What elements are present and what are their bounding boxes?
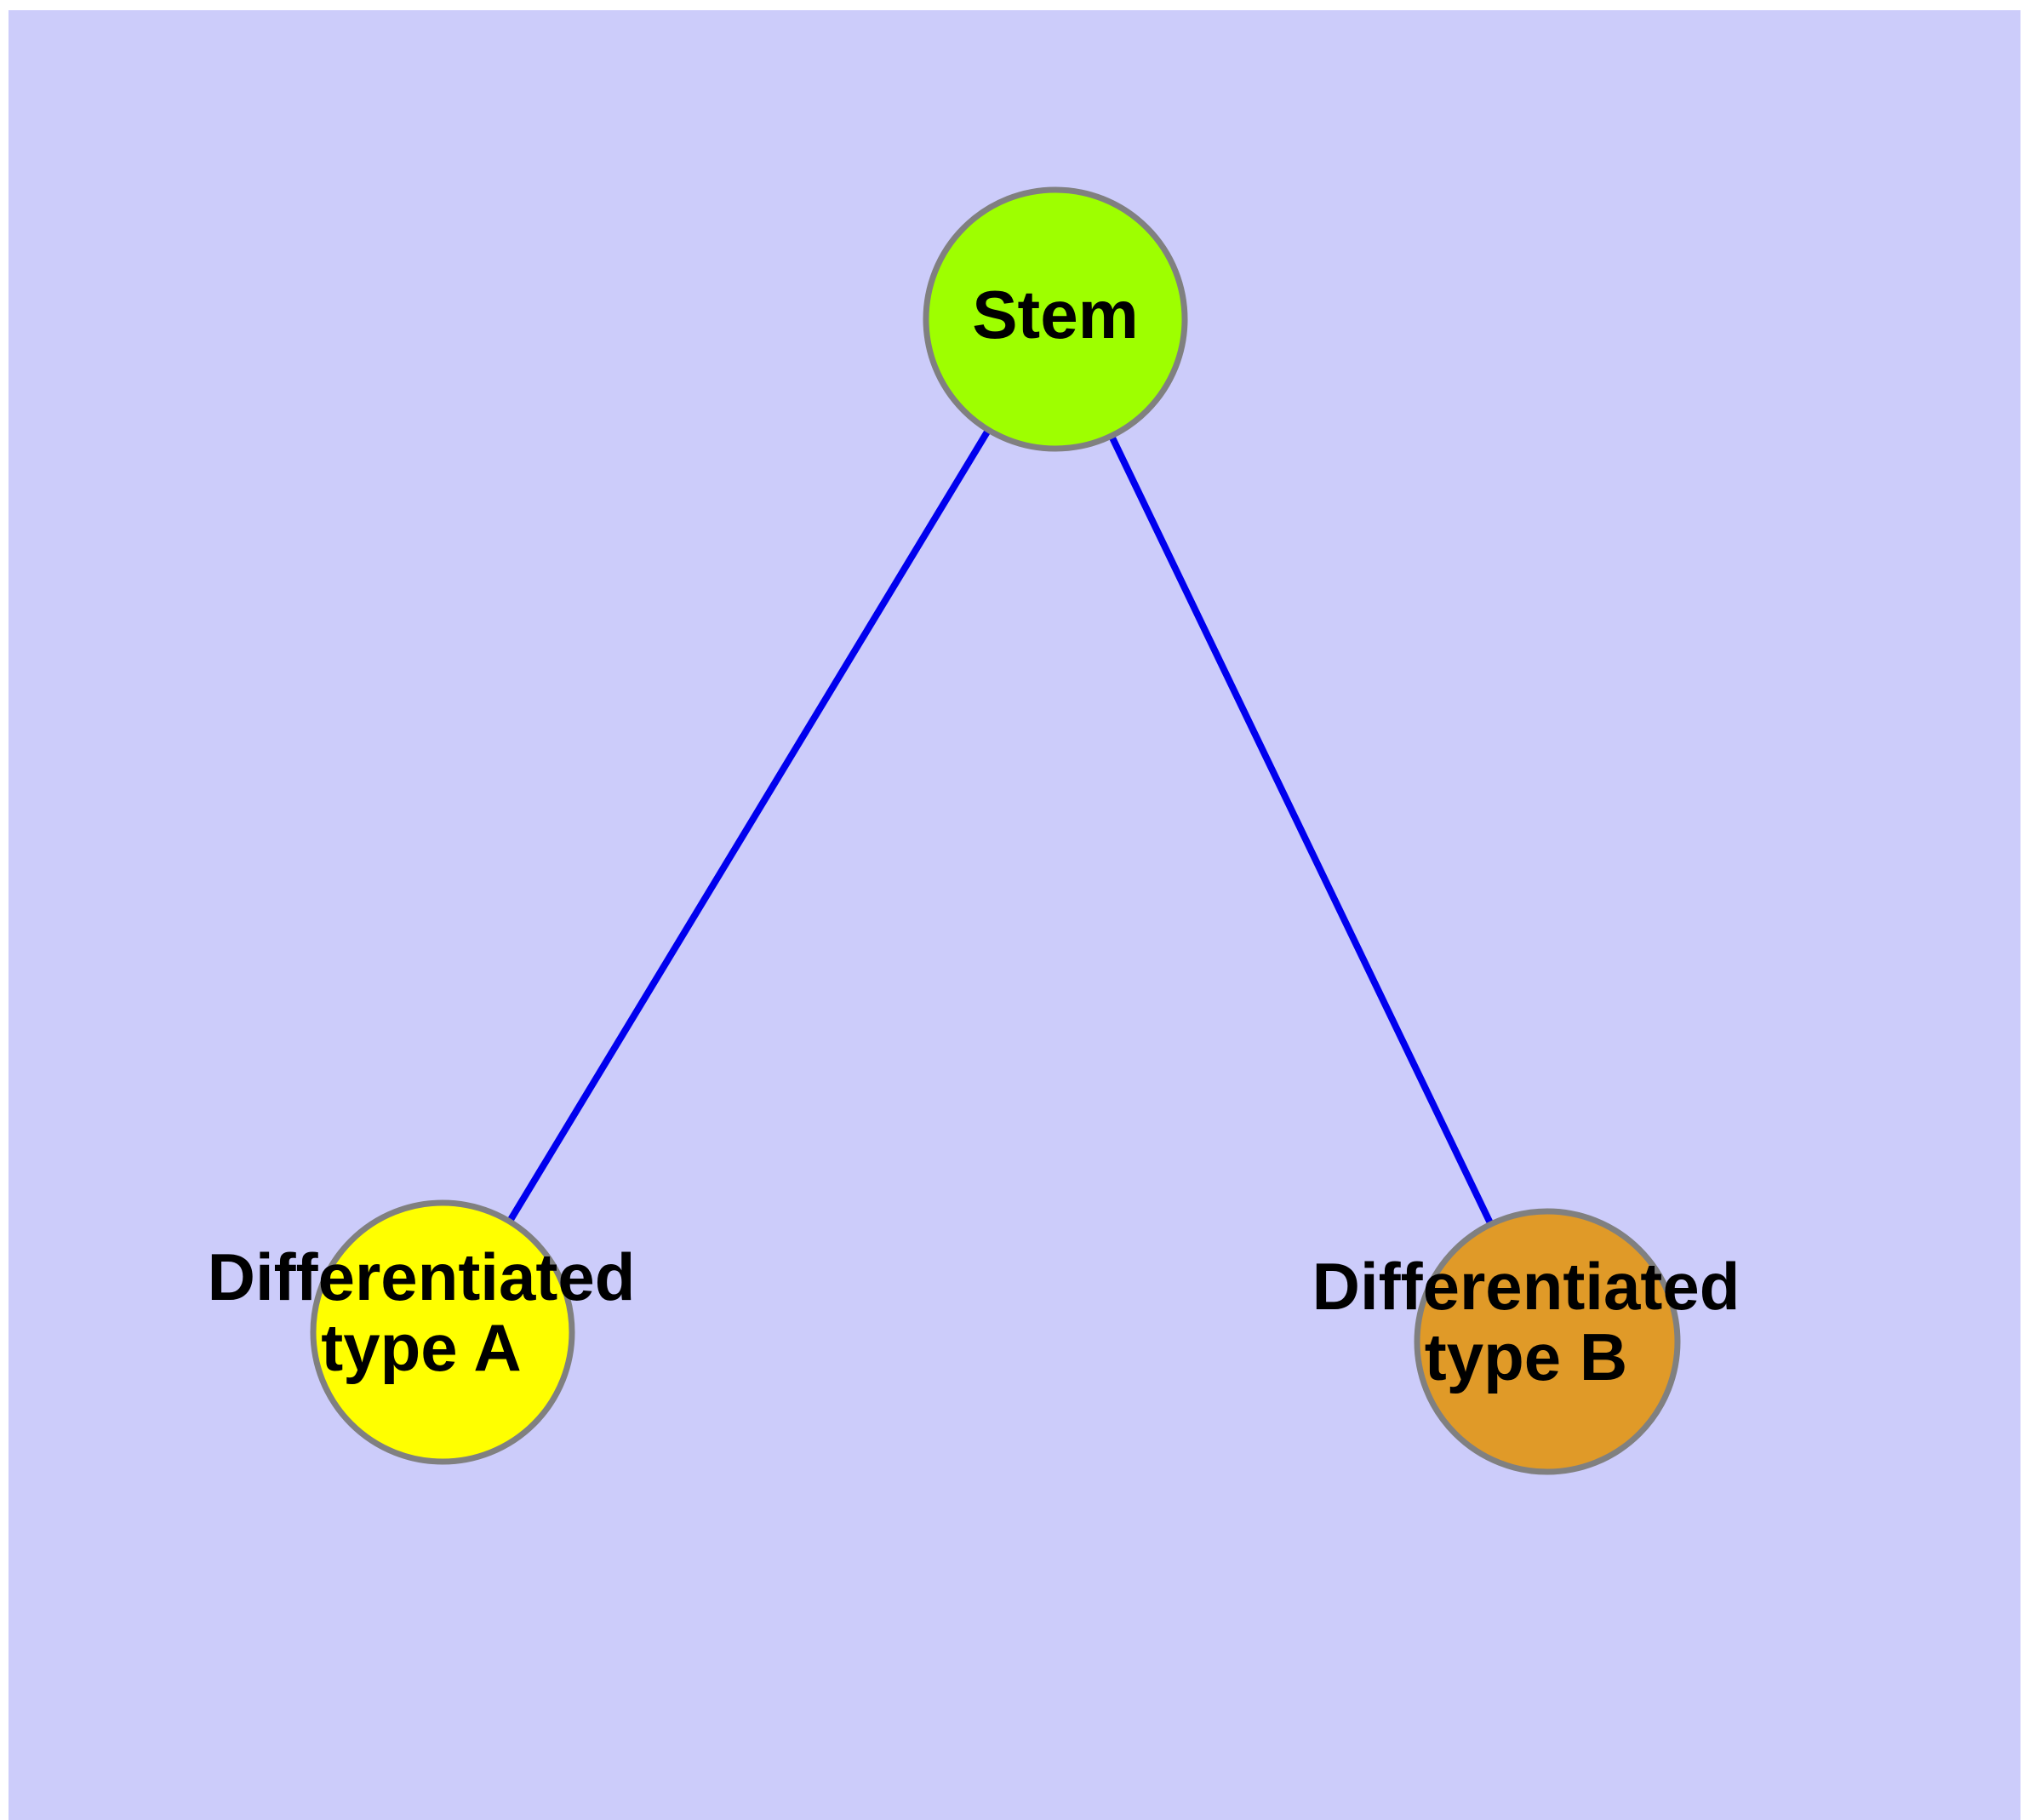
node-differentiated-type-a[interactable] <box>310 1199 575 1465</box>
edge-stem-to-differentiated-type-b <box>1052 318 1551 1343</box>
node-stem[interactable] <box>923 186 1188 452</box>
node-differentiated-type-b[interactable] <box>1414 1208 1681 1475</box>
node-layer <box>310 186 1681 1475</box>
edge-stem-to-differentiated-type-a <box>439 317 1059 1335</box>
edge-layer <box>439 317 1551 1343</box>
